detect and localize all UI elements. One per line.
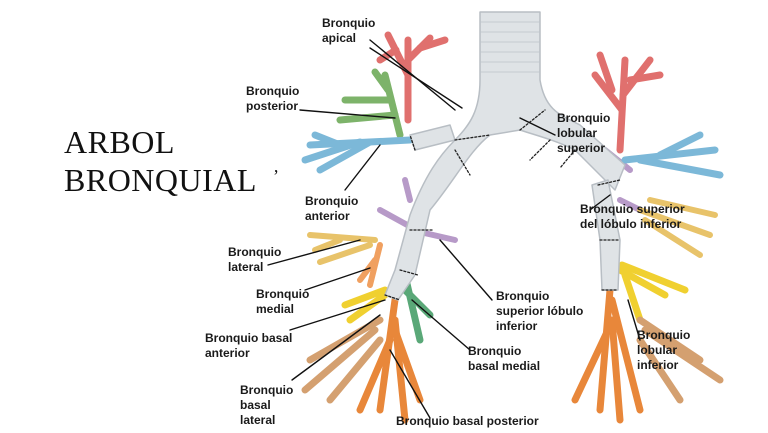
label-bronquio-basal-anterior: Bronquio basal anterior [205,331,293,360]
lateral-branches [307,197,718,265]
label-bronquio-medial: Bronquio medial [256,287,310,316]
anterior-branches [301,131,414,174]
label-bronquio-superior-del-lobulo-inferior: Bronquio superior del lóbulo inferior [580,202,685,231]
medial-branches [357,242,383,288]
leader-lines [267,39,641,419]
label-bronquio-lobular-inferior: Bronquio lobular inferior [637,328,691,372]
label-bronquio-anterior: Bronquio anterior [305,194,359,223]
label-bronquio-basal-lateral: Bronquio basal lateral [240,383,294,427]
airway-trunk [384,11,626,301]
title-mark: ’ [273,166,279,186]
title-line-2: BRONQUIAL [64,162,257,198]
left-anterior-branches [621,131,724,179]
basal-posterior-branches [356,286,644,424]
basal-anterior-branches [341,261,689,324]
segment-markers [384,109,621,301]
posterior-branches [336,68,404,139]
label-bronquio-basal-posterior: Bronquio basal posterior [396,414,539,428]
trachea-rings [480,21,540,73]
label-bronquio-superior-lobulo-inferior: Bronquio superior lóbulo inferior [496,289,584,333]
title-line-1: ARBOL [64,124,175,160]
label-bronquio-posterior: Bronquio posterior [246,84,300,113]
label-bronquio-lobular-superior: Bronquio lobular superior [557,111,611,155]
left-apical-branches [591,51,664,154]
label-bronquio-lateral: Bronquio lateral [228,245,282,274]
label-bronquio-basal-medial: Bronquio basal medial [468,344,541,373]
apical-branches [376,31,449,124]
label-bronquio-apical: Bronquio apical [322,16,376,45]
